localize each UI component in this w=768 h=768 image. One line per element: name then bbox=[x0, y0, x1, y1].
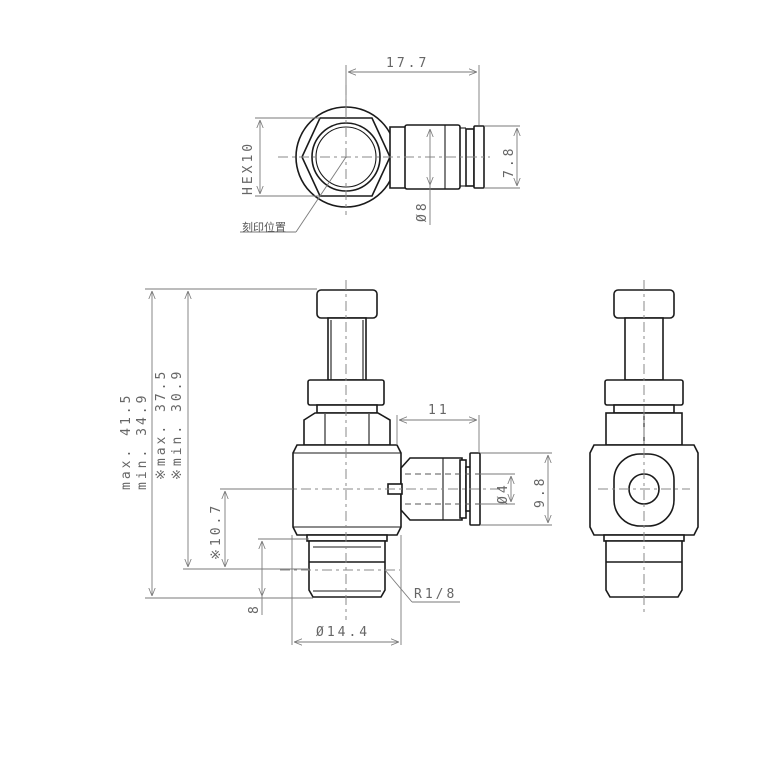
dim-9-8: 9.8 bbox=[533, 476, 548, 508]
dim-min-34-9: min. 34.9 bbox=[135, 393, 150, 490]
top-dimensions: 17.7 HEX10 7.8 Ø8 刻印位置 bbox=[241, 56, 520, 234]
dim-dia-14-4: Ø14.4 bbox=[316, 625, 370, 640]
dim-8: 8 bbox=[247, 603, 262, 614]
dim-max-41-5: max. 41.5 bbox=[119, 393, 134, 490]
thread-label: R1/8 bbox=[414, 587, 457, 602]
dim-17-7: 17.7 bbox=[386, 56, 429, 71]
front-dimensions: max. 41.5 min. 34.9 ※max. 37.5 ※min. 30.… bbox=[119, 288, 552, 645]
dim-dia-4: Ø4 bbox=[496, 482, 511, 504]
top-view bbox=[240, 85, 490, 233]
marking-position-label: 刻印位置 bbox=[242, 220, 286, 234]
dim-10-7: ※10.7 bbox=[209, 503, 224, 560]
dim-alt-max-37-5: ※max. 37.5 bbox=[154, 369, 169, 480]
front-view bbox=[280, 280, 500, 620]
dim-alt-min-30-9: ※min. 30.9 bbox=[170, 369, 185, 480]
dim-dia-8: Ø8 bbox=[415, 200, 430, 222]
dim-7-8: 7.8 bbox=[502, 146, 517, 178]
side-view bbox=[589, 280, 699, 612]
dim-hex10: HEX10 bbox=[241, 141, 256, 195]
dim-11: 11 bbox=[428, 403, 450, 418]
